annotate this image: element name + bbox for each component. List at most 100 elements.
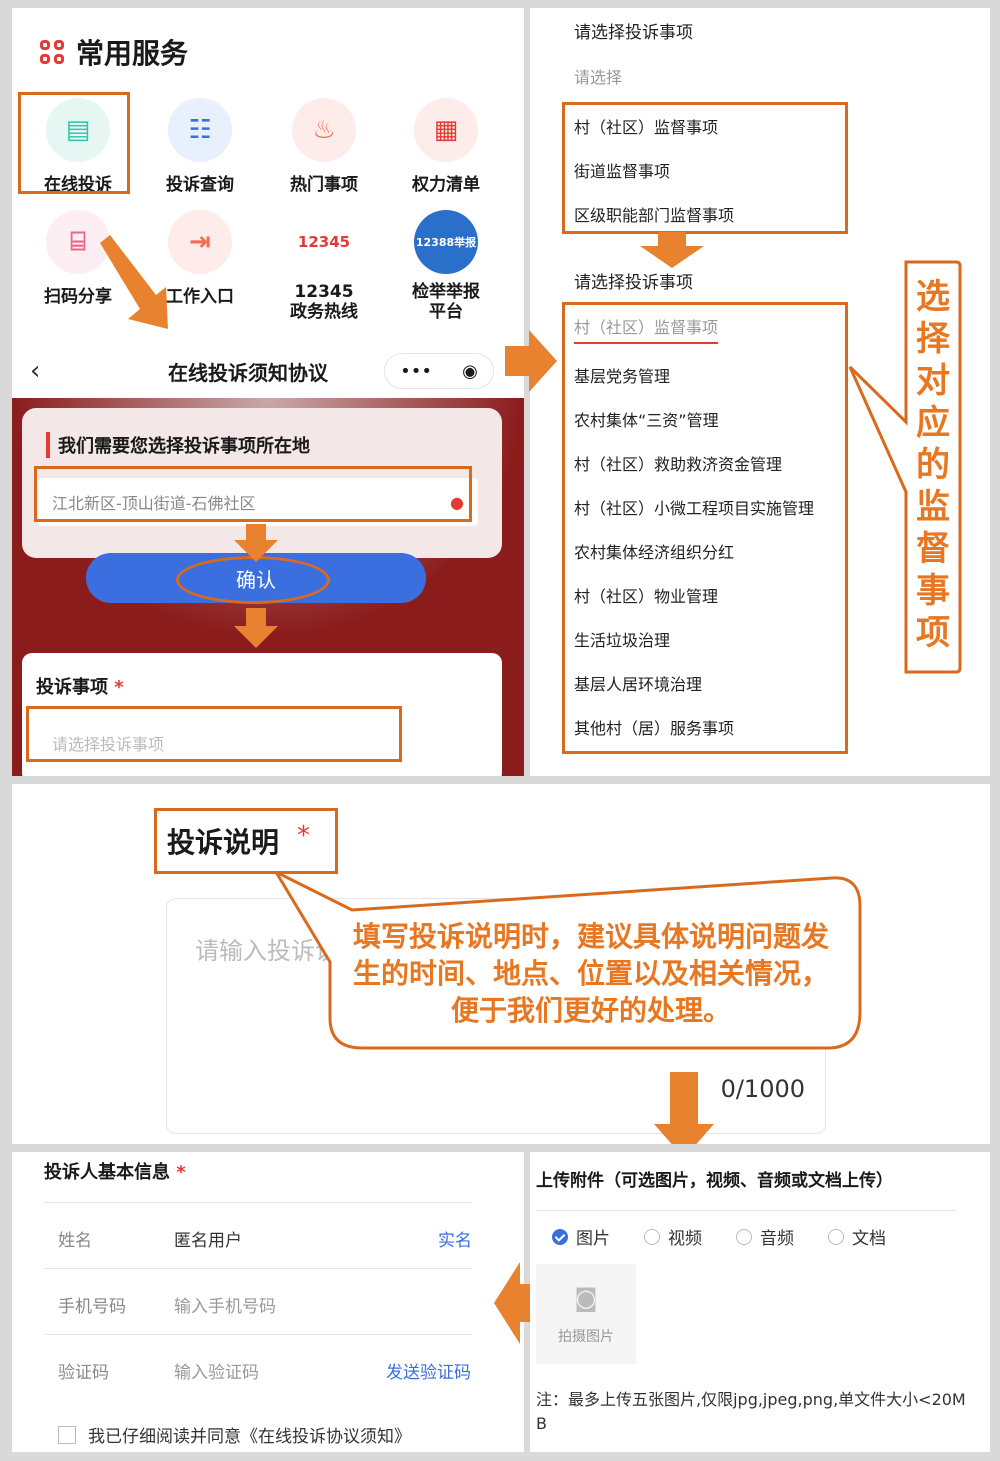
services-title: 常用服务 bbox=[76, 37, 189, 70]
arrow-down-3 bbox=[654, 1072, 714, 1144]
radio-icon bbox=[644, 1228, 660, 1245]
arrow-left-1 bbox=[494, 1262, 546, 1344]
item-placeholder: 请选择投诉事项 bbox=[52, 735, 165, 754]
name-label: 姓名 bbox=[58, 1231, 92, 1251]
service-query[interactable]: ☷ 投诉查询 bbox=[140, 98, 260, 195]
highlight-level2 bbox=[562, 302, 848, 754]
radio-label: 视频 bbox=[668, 1229, 702, 1249]
send-code-button[interactable]: 发送验证码 bbox=[386, 1363, 471, 1383]
query-icon: ☷ bbox=[168, 98, 232, 162]
level2-option[interactable]: 基层人居环境治理 bbox=[574, 675, 703, 694]
photo-upload-button[interactable]: ◙ 拍摄图片 bbox=[536, 1264, 636, 1364]
level1-option[interactable]: 区级职能部门监督事项 bbox=[574, 206, 735, 225]
service-online-complaint[interactable]: ▤ 在线投诉 bbox=[18, 98, 138, 195]
service-label: 热门事项 bbox=[290, 175, 358, 195]
service-scan-share[interactable]: ⌸ 扫码分享 bbox=[18, 210, 138, 307]
highlight-item-select bbox=[26, 706, 402, 762]
service-label: 投诉查询 bbox=[166, 175, 234, 195]
level2-option[interactable]: 生活垃圾治理 bbox=[574, 631, 671, 650]
service-label: 扫码分享 bbox=[44, 287, 112, 307]
radio-checked-icon bbox=[552, 1228, 568, 1245]
divider bbox=[44, 1202, 472, 1203]
code-input[interactable]: 输入验证码 bbox=[174, 1363, 259, 1383]
level2-option[interactable]: 农村集体经济组织分红 bbox=[574, 543, 735, 562]
highlight-location bbox=[34, 466, 472, 522]
protocol-navbar: ‹ 在线投诉须知协议 ••• ◉ bbox=[12, 343, 524, 399]
complainant-title-row: 投诉人基本信息 * bbox=[44, 1158, 186, 1184]
service-label: 权力清单 bbox=[412, 175, 480, 195]
more-icon[interactable]: ••• bbox=[400, 360, 432, 382]
photo-label: 拍摄图片 bbox=[558, 1329, 614, 1345]
phone-input[interactable]: 输入手机号码 bbox=[174, 1297, 276, 1317]
upload-note: 注：最多上传五张图片,仅限jpg,jpeg,png,单文件大小<20MB bbox=[536, 1390, 966, 1433]
attachment-title: 上传附件（可选图片，视频、音频或文档上传） bbox=[536, 1171, 893, 1191]
arrow-down-2 bbox=[234, 608, 278, 648]
back-icon[interactable]: ‹ bbox=[30, 356, 41, 386]
tip-text: 填写投诉说明时，建议具体说明问题发生的时间、地点、位置以及相关情况，便于我们更好… bbox=[352, 920, 829, 1027]
service-report-platform[interactable]: 12388举报 检举举报平台 bbox=[386, 210, 506, 323]
phone-label: 手机号码 bbox=[58, 1297, 126, 1317]
level2-option[interactable]: 农村集体“三资”管理 bbox=[574, 411, 719, 430]
service-label: 工作入口 bbox=[166, 287, 234, 307]
door-icon: ⇥ bbox=[168, 210, 232, 274]
name-value: 匿名用户 bbox=[174, 1231, 242, 1251]
radio-document[interactable]: 文档 bbox=[828, 1224, 886, 1249]
radio-audio[interactable]: 音频 bbox=[736, 1224, 794, 1249]
location-field[interactable]: 江北新区-顶山街道-石佛社区 ● bbox=[38, 478, 478, 526]
flame-icon: ♨ bbox=[292, 98, 356, 162]
picker-placeholder: 请选择 bbox=[574, 68, 623, 87]
location-value: 江北新区-顶山街道-石佛社区 bbox=[52, 494, 256, 513]
level2-option[interactable]: 其他村（居）服务事项 bbox=[574, 719, 735, 738]
hotline-12345-icon: 12345 bbox=[292, 210, 356, 274]
radio-icon bbox=[828, 1228, 844, 1245]
radio-image[interactable]: 图片 bbox=[552, 1224, 610, 1249]
level2-option[interactable]: 村（社区）救助救济资金管理 bbox=[574, 455, 783, 474]
item-select-field[interactable]: 请选择投诉事项 bbox=[38, 721, 478, 765]
selected-tab[interactable]: 村（社区）监督事项 bbox=[574, 314, 719, 344]
location-pin-icon: ● bbox=[450, 492, 464, 512]
location-prompt: 我们需要您选择投诉事项所在地 bbox=[46, 432, 310, 458]
arrow-down-right bbox=[100, 235, 168, 329]
required-mark: * bbox=[176, 1162, 186, 1183]
services-header: 常用服务 bbox=[40, 32, 188, 72]
report-logo-text: 12388举报 bbox=[415, 236, 477, 249]
attachment-type-radios: 图片 视频 音频 文档 bbox=[552, 1224, 920, 1249]
highlight-level1 bbox=[562, 102, 848, 234]
service-label: 12345政务热线 bbox=[290, 282, 358, 323]
level2-option[interactable]: 村（社区）小微工程项目实施管理 bbox=[574, 499, 815, 518]
grid-icon bbox=[40, 40, 64, 64]
radio-video[interactable]: 视频 bbox=[644, 1224, 702, 1249]
item-label-row: 投诉事项 * bbox=[36, 673, 124, 699]
callout-text: 选择对应的监督事项 bbox=[916, 277, 950, 653]
scan-icon: ⌸ bbox=[46, 210, 110, 274]
list-icon: ▦ bbox=[414, 98, 478, 162]
close-target-icon[interactable]: ◉ bbox=[462, 360, 478, 382]
picker-title-1: 请选择投诉事项 bbox=[574, 23, 693, 43]
service-work-entry[interactable]: ⇥ 工作入口 bbox=[140, 210, 260, 307]
item-label: 投诉事项 bbox=[36, 677, 108, 698]
real-name-link[interactable]: 实名 bbox=[438, 1231, 472, 1251]
radio-label: 音频 bbox=[760, 1229, 794, 1249]
highlight-confirm bbox=[176, 556, 330, 604]
agree-checkbox[interactable] bbox=[58, 1425, 76, 1444]
highlight-online-complaint bbox=[18, 92, 130, 194]
hotline-logo-text: 12345 bbox=[297, 233, 351, 251]
radio-label: 文档 bbox=[852, 1229, 886, 1249]
level2-option[interactable]: 基层党务管理 bbox=[574, 367, 671, 386]
code-label: 验证码 bbox=[58, 1363, 109, 1383]
callout-pointer bbox=[848, 260, 962, 674]
report-12388-icon: 12388举报 bbox=[414, 210, 478, 274]
service-hotline-12345[interactable]: 12345 12345政务热线 bbox=[264, 210, 384, 323]
level2-option[interactable]: 村（社区）物业管理 bbox=[574, 587, 719, 606]
level1-option[interactable]: 村（社区）监督事项 bbox=[574, 118, 719, 137]
tip-bubble bbox=[274, 872, 862, 1050]
level1-option[interactable]: 街道监督事项 bbox=[574, 162, 671, 181]
complaint-item-card: 投诉事项 * 请选择投诉事项 bbox=[22, 653, 502, 776]
service-power-list[interactable]: ▦ 权力清单 bbox=[386, 98, 506, 195]
agree-row: 我已仔细阅读并同意《在线投诉协议须知》 bbox=[58, 1422, 411, 1447]
service-hot-items[interactable]: ♨ 热门事项 bbox=[264, 98, 384, 195]
attachment-panel: 上传附件（可选图片，视频、音频或文档上传） 图片 视频 音频 文档 ◙ 拍摄图片… bbox=[530, 1152, 990, 1452]
services-panel: 常用服务 ▤ 在线投诉 ☷ 投诉查询 ♨ 热门事项 ▦ 权力清单 ⌸ 扫码分享 … bbox=[12, 8, 524, 776]
protocol-title: 在线投诉须知协议 bbox=[168, 360, 328, 385]
description-label: 投诉说明 bbox=[167, 826, 280, 859]
